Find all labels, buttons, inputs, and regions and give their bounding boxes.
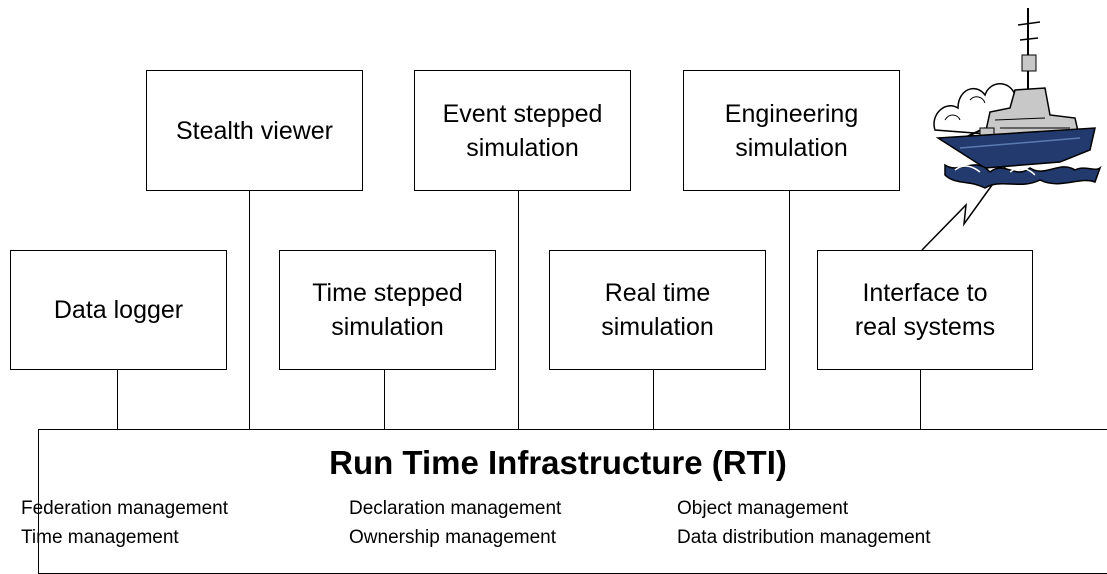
connector-real-time [653,369,654,429]
ship-icon [933,8,1102,189]
service-object-management: Object management [677,498,849,519]
connector-engineering [789,190,790,429]
stealth-viewer-label: Stealth viewer [175,116,334,145]
rti-title: Run Time Infrastructure (RTI) [329,444,787,481]
data-logger-label: Data logger [53,296,184,324]
connector-data-logger [117,369,118,429]
real-time-box: Real time simulation [549,250,766,370]
service-federation-management: Federation management [21,498,229,519]
radio-link-icon [921,159,1011,251]
connector-interface [920,369,921,429]
engineering-box: Engineering simulation [683,70,900,191]
time-stepped-box: Time stepped simulation [279,250,496,370]
connector-event-stepped [518,190,519,429]
stealth-viewer-box: Stealth viewer [146,70,363,191]
service-declaration-management: Declaration management [349,498,562,519]
data-logger-box: Data logger [10,250,227,370]
service-data-distribution-management: Data distribution management [677,527,931,548]
event-stepped-label: Event stepped simulation [442,99,603,162]
real-time-label: Real time simulation [601,279,714,341]
engineering-label: Engineering simulation [724,99,859,162]
rti-box: Run Time Infrastructure (RTI) Federation… [21,429,1107,574]
connector-stealth-viewer [249,190,250,429]
event-stepped-box: Event stepped simulation [414,70,631,191]
time-stepped-label: Time stepped simulation [312,279,463,341]
service-ownership-management: Ownership management [349,527,556,548]
connector-time-stepped [384,369,385,429]
interface-box: Interface to real systems [817,250,1033,370]
interface-label: Interface to real systems [854,279,996,341]
service-time-management: Time management [21,527,179,548]
